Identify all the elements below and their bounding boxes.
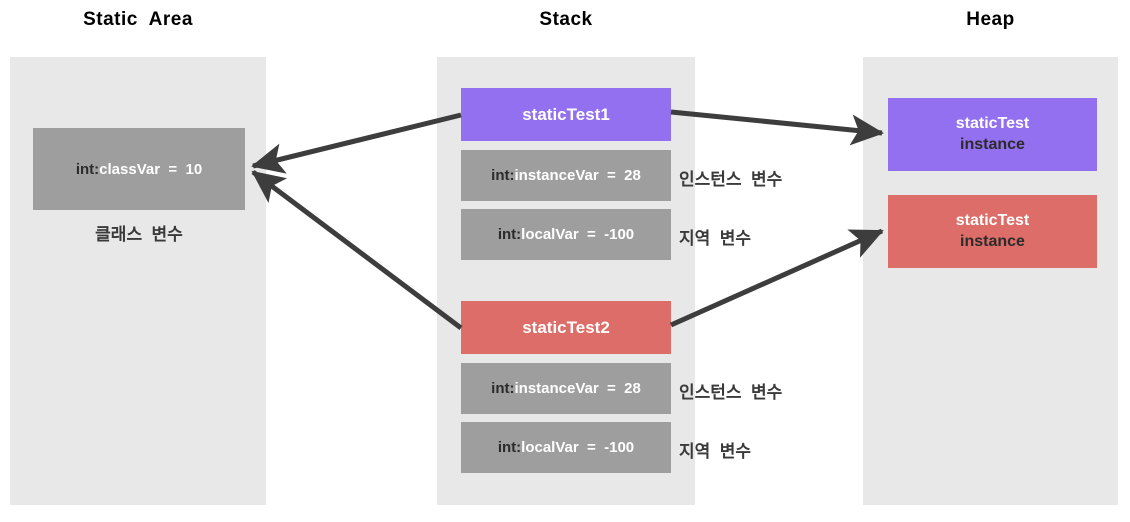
statictest1-instance-var-type-prefix: int: bbox=[491, 167, 515, 184]
statictest2-local-var-caption: 지역 변수 bbox=[679, 442, 752, 461]
stack-frame-statictest2-label: staticTest2 bbox=[522, 317, 610, 337]
statictest2-instance-var-type-prefix: int: bbox=[491, 380, 515, 397]
static-area-column-title: Static Area bbox=[83, 9, 193, 30]
statictest1-local-var-caption: 지역 변수 bbox=[679, 229, 752, 248]
statictest2-local-var-text: int:localVar = -100 bbox=[498, 439, 634, 456]
heap-object-1: staticTest instance bbox=[888, 98, 1097, 171]
arrow-statictest1-to-heap-object-1 bbox=[670, 109, 884, 146]
statictest2-instance-var-caption: 인스턴스 변수 bbox=[679, 383, 783, 402]
arrow-statictest2-to-classvar bbox=[251, 170, 463, 330]
heap-object-2: staticTest instance bbox=[888, 195, 1097, 268]
stack-frame-statictest2-header: staticTest2 bbox=[461, 301, 671, 354]
statictest2-instance-var-text: int:instanceVar = 28 bbox=[491, 380, 641, 397]
class-variable-caption: 클래스 변수 bbox=[95, 225, 183, 244]
heap-object-1-instance-label: instance bbox=[960, 135, 1025, 153]
statictest2-local-var-box: int:localVar = -100 bbox=[461, 422, 671, 473]
class-variable-type-prefix: int: bbox=[75, 160, 100, 178]
stack-column-title: Stack bbox=[539, 9, 593, 30]
statictest2-instance-var-box: int:instanceVar = 28 bbox=[461, 363, 671, 414]
arrow-statictest1-to-classvar bbox=[251, 112, 462, 174]
statictest1-local-var-text: int:localVar = -100 bbox=[498, 226, 634, 243]
heap-object-2-class-name: staticTest bbox=[955, 212, 1030, 230]
statictest2-local-var-type-prefix: int: bbox=[497, 439, 522, 456]
statictest2-instance-var-value: instanceVar = 28 bbox=[514, 380, 641, 397]
class-variable-value: classVar = 10 bbox=[99, 160, 203, 178]
class-variable-box: int:classVar = 10 bbox=[33, 128, 245, 210]
heap-object-2-instance-label: instance bbox=[960, 232, 1025, 250]
statictest1-instance-var-text: int:instanceVar = 28 bbox=[491, 167, 641, 184]
stack-frame-statictest1-header: staticTest1 bbox=[461, 88, 671, 141]
class-variable-text: int:classVar = 10 bbox=[76, 161, 202, 178]
statictest1-instance-var-value: instanceVar = 28 bbox=[514, 167, 641, 184]
heap-column-title: Heap bbox=[966, 9, 1015, 30]
statictest1-instance-var-caption: 인스턴스 변수 bbox=[679, 170, 783, 189]
static-area-panel bbox=[10, 57, 266, 505]
statictest1-local-var-box: int:localVar = -100 bbox=[461, 209, 671, 260]
statictest2-local-var-value: localVar = -100 bbox=[521, 439, 635, 456]
statictest1-local-var-value: localVar = -100 bbox=[521, 226, 635, 243]
stack-frame-statictest1-label: staticTest1 bbox=[522, 104, 610, 124]
statictest1-instance-var-box: int:instanceVar = 28 bbox=[461, 150, 671, 201]
statictest1-local-var-type-prefix: int: bbox=[497, 226, 522, 243]
heap-object-1-class-name: staticTest bbox=[955, 115, 1030, 133]
